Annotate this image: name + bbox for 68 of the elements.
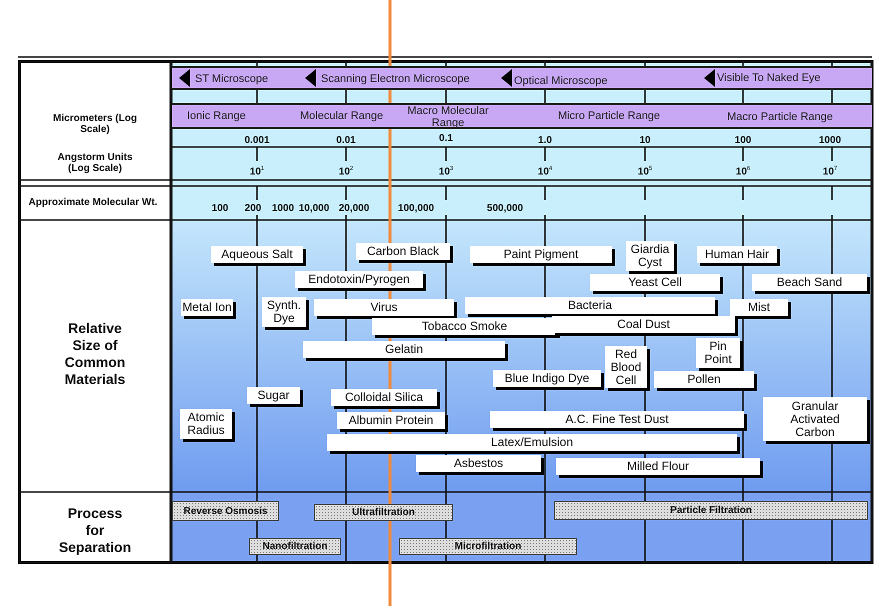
material-box: Red Blood Cell: [605, 346, 647, 388]
row-header: Angstorm Units (Log Scale): [56, 152, 134, 174]
material-box: Carbon Black: [356, 243, 450, 260]
tick-label: 10$^{4}$: [536, 164, 554, 178]
tick-label: 10$^{3}$: [438, 164, 454, 178]
tick-label: 10: [638, 135, 652, 146]
microscope-band: [172, 66, 872, 90]
tick-label: 10$^{5}$: [636, 164, 654, 178]
material-box: Tobacco Smoke: [372, 318, 557, 335]
material-box: Aqueous Salt: [211, 246, 303, 263]
row-header: Approximate Molecular Wt.: [28, 197, 158, 208]
range-label: Macro Particle Range: [726, 111, 834, 123]
row-header: Relative Size of Common Materials: [64, 320, 126, 388]
range-label: Optical Microscope: [514, 75, 608, 87]
tick-label: 0.01: [335, 135, 357, 146]
tick-label: 20,000: [338, 203, 370, 214]
tick-label: 10$^{7}$: [822, 164, 838, 178]
tick-label: 10$^{1}$: [248, 164, 266, 178]
range-label: Molecular Range: [300, 110, 384, 122]
tick-label: 500,000: [486, 203, 524, 214]
process-box: Nanofiltration: [249, 538, 341, 555]
tick-label: 100: [734, 135, 752, 146]
tick-label: 100: [210, 203, 230, 214]
material-box: Pin Point: [696, 338, 740, 368]
material-box: Mist: [730, 299, 788, 316]
material-box: Blue Indigo Dye: [493, 370, 601, 387]
material-box: Metal Ion: [181, 299, 233, 316]
material-box: Paint Pigment: [470, 246, 612, 263]
material-box: Latex/Emulsion: [327, 434, 737, 451]
material-box: Endotoxin/Pyrogen: [295, 271, 423, 288]
material-box: Albumin Protein: [337, 412, 445, 429]
material-box: Giardia Cyst: [626, 241, 674, 271]
range-label: Visible To Naked Eye: [717, 72, 821, 84]
range-label: ST Microscope: [195, 73, 268, 85]
row-header: Process for Separation: [58, 505, 132, 556]
material-box: Beach Sand: [752, 274, 867, 291]
material-box: Coal Dust: [552, 316, 735, 333]
material-box: Virus: [314, 299, 454, 316]
range-band: [172, 103, 872, 129]
process-box: Particle Filtration: [554, 501, 868, 520]
tick-label: 10$^{6}$: [734, 164, 752, 178]
tick-label: 0.1: [438, 133, 454, 144]
material-box: Milled Flour: [556, 458, 760, 475]
material-box: Gelatin: [303, 341, 505, 358]
range-label: Scanning Electron Microscope: [321, 73, 470, 85]
material-box: Pollen: [654, 371, 754, 388]
material-box: Colloidal Silica: [331, 389, 437, 406]
material-box: Bacteria: [465, 297, 715, 314]
tick-label: 100,000: [396, 203, 436, 214]
range-label: Micro Particle Range: [556, 110, 662, 122]
process-box: Ultrafiltration: [314, 504, 453, 521]
tick-label: 10$^{2}$: [338, 164, 354, 178]
process-box: Reverse Osmosis: [172, 501, 279, 521]
range-label: Ionic Range: [187, 110, 246, 122]
material-box: Atomic Radius: [180, 409, 232, 439]
material-box: Granular Activated Carbon: [763, 397, 867, 441]
material-box: Sugar: [247, 387, 300, 404]
row-header: Micrometers (Log Scale): [52, 113, 138, 135]
material-box: Synth. Dye: [262, 297, 306, 327]
tick-label: 1000: [818, 135, 842, 146]
material-box: Yeast Cell: [590, 274, 720, 291]
process-box: Microfiltration: [399, 538, 577, 555]
tick-label: 0.001: [243, 135, 271, 146]
material-box: A.C. Fine Test Dust: [490, 411, 744, 428]
material-box: Human Hair: [697, 246, 777, 263]
tick-label: 1.0: [537, 135, 553, 146]
material-box: Asbestos: [416, 455, 541, 472]
range-label: Macro Molecular Range: [406, 105, 490, 129]
